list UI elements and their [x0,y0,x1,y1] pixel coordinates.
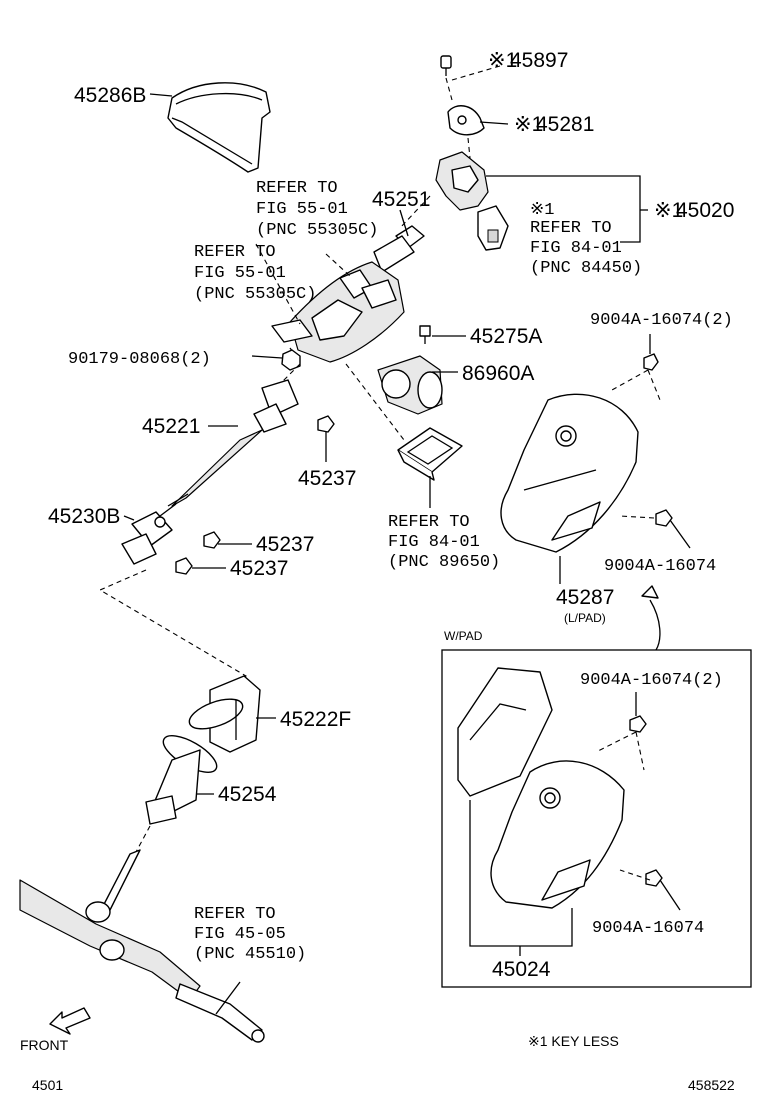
svg-text:REFER TO: REFER TO [194,243,276,262]
bolt-45897-drawing [440,55,452,76]
label-9004A-box-bot: 9004A-16074 [592,919,704,938]
steering-column-45251-drawing [271,225,425,363]
label-45221: 45221 [142,415,200,438]
keyless-mark-45897: ※1 [488,49,517,72]
label-45237-b: 45237 [256,533,314,556]
corner-code-right: 458522 [688,1077,735,1093]
keyless-mark-45020: ※1 [654,199,683,222]
steering-rack-drawing [19,849,265,1043]
lock-assembly-45020-drawing [435,151,509,251]
keyless-mark-45281: ※1 [514,113,543,136]
label-45287-note: (L/PAD) [564,611,606,625]
label-45024: 45024 [492,958,551,981]
svg-text:(PNC 84450): (PNC 84450) [530,259,642,278]
label-90179: 90179-08068(2) [68,350,211,369]
nut-90179-drawing [281,349,301,371]
wpad-box [441,649,752,988]
ecu-module-drawing [397,427,463,481]
svg-text:FIG 55-01: FIG 55-01 [194,264,286,283]
boot-45254-drawing [145,735,218,825]
joint-45230B-drawing [121,511,173,565]
label-45251: 45251 [372,188,430,211]
front-arrow-icon [49,1007,91,1035]
svg-text:REFER TO: REFER TO [194,905,276,924]
label-9004A-box-top: 9004A-16074(2) [580,671,723,690]
svg-text:REFER TO: REFER TO [388,513,470,532]
bolts-45237-drawing [175,415,335,575]
cover-set-45024-drawing [457,667,625,909]
label-front: FRONT [20,1037,69,1053]
svg-text:(PNC 55305C): (PNC 55305C) [256,221,378,240]
label-45020: 45020 [676,199,734,222]
bolt-45275A-drawing [419,325,431,344]
label-45287: 45287 [556,586,614,609]
ref-callout-84-01-keyless: ※1 REFER TO FIG 84-01 (PNC 84450) [530,201,642,278]
intermediate-shaft-45221-drawing [159,379,299,517]
label-86960A: 86960A [462,362,534,385]
svg-text:FIG 84-01: FIG 84-01 [388,533,480,552]
label-9004A-mid: 9004A-16074 [604,557,716,576]
ref-callout-55-01-lower: REFER TO FIG 55-01 (PNC 55305C) [194,243,316,304]
svg-text:(PNC 55305C): (PNC 55305C) [194,285,316,304]
ref-callout-55-01-upper: REFER TO FIG 55-01 (PNC 55305C) [256,179,378,240]
bracket-45281-drawing [447,105,485,136]
label-9004A-top: 9004A-16074(2) [590,311,733,330]
svg-text:FIG 84-01: FIG 84-01 [530,239,622,258]
label-45237-a: 45237 [298,467,356,490]
label-45230B: 45230B [48,505,120,528]
lower-cover-45287-drawing [500,393,639,553]
label-wpad: W/PAD [444,629,483,643]
svg-text:REFER TO: REFER TO [256,179,338,198]
ref-callout-84-01-ecu: REFER TO FIG 84-01 (PNC 89650) [388,513,500,572]
screws-9004A-drawing [629,353,673,887]
svg-text:REFER TO: REFER TO [530,219,612,238]
label-45222F: 45222F [280,708,351,731]
ref-callout-45-05: REFER TO FIG 45-05 (PNC 45510) [194,905,306,964]
corner-code-left: 4501 [32,1077,63,1093]
label-45237-c: 45237 [230,557,288,580]
svg-text:※1: ※1 [530,201,554,220]
label-45254: 45254 [218,783,277,806]
svg-text:FIG 45-05: FIG 45-05 [194,925,286,944]
upper-cover-drawing [167,82,271,173]
label-45275A: 45275A [470,325,542,348]
keyless-legend: ※1 KEY LESS [528,1033,619,1049]
svg-text:(PNC 45510): (PNC 45510) [194,945,306,964]
svg-text:FIG 55-01: FIG 55-01 [256,200,348,219]
label-45281: 45281 [536,113,594,136]
label-45897: 45897 [510,49,568,72]
svg-text:(PNC 89650): (PNC 89650) [388,553,500,572]
motor-86960A-drawing [377,355,443,415]
label-45286B: 45286B [74,84,146,107]
boot-45222F-drawing [188,675,261,753]
